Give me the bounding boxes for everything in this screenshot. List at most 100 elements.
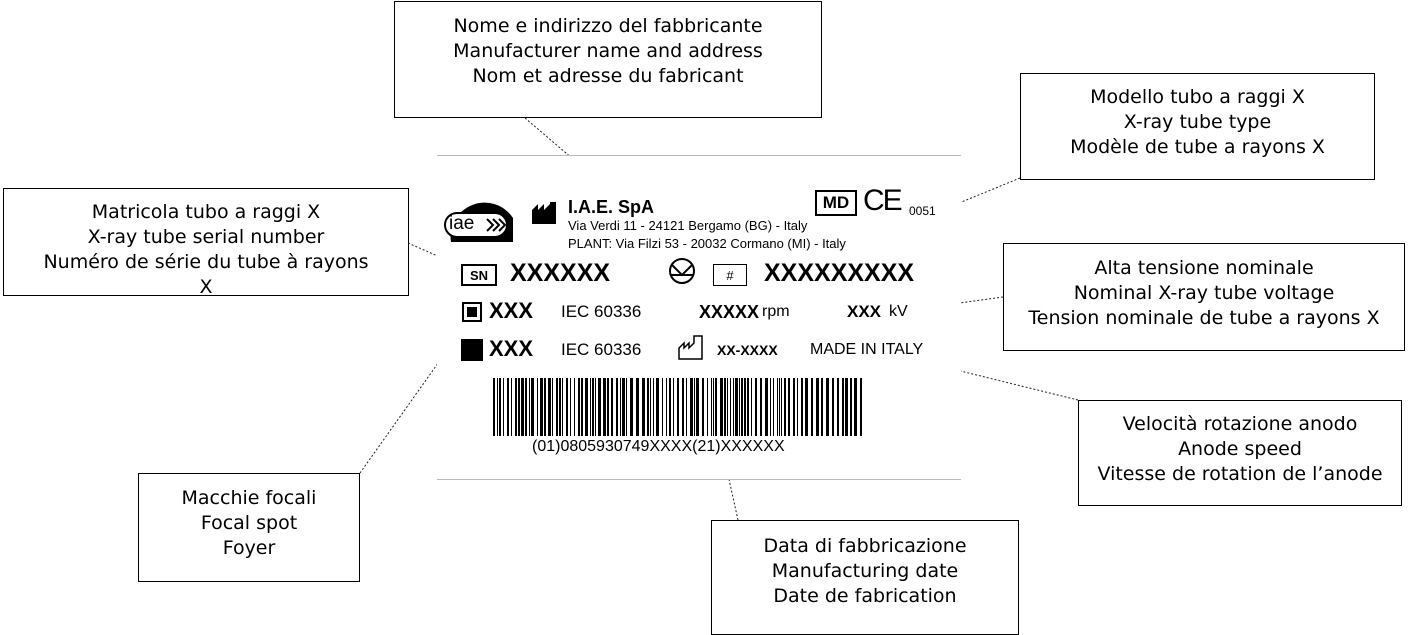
- barcode-bar: [666, 378, 667, 436]
- barcode-bar: [747, 378, 749, 436]
- barcode-bar: [537, 378, 538, 436]
- barcode-bar: [751, 378, 752, 436]
- callout-tube-type-fr: Modèle de tube a rayons X: [1070, 136, 1325, 158]
- barcode-bar: [518, 378, 520, 436]
- barcode-bar: [669, 378, 671, 436]
- barcode-bar: [730, 378, 731, 436]
- focal-spot-large-value: XXX: [489, 298, 534, 323]
- sn-symbol: SN: [461, 264, 497, 286]
- barcode-bar: [647, 378, 649, 436]
- barcode-text: (01)0805930749XXXX(21)XXXXXX: [532, 438, 785, 455]
- barcode-bar: [744, 378, 746, 436]
- type-symbol: #: [713, 264, 747, 286]
- barcode-bar: [805, 378, 808, 436]
- barcode-bar: [854, 378, 857, 436]
- barcode-bar: [826, 378, 829, 436]
- barcode-bar: [570, 378, 571, 436]
- barcode-bar: [690, 378, 693, 436]
- ce-mark: CE: [863, 184, 903, 217]
- barcode-bar: [525, 378, 527, 436]
- barcode-bar: [616, 378, 618, 436]
- barcode-bar: [765, 378, 768, 436]
- barcode-bar: [779, 378, 780, 436]
- barcode-bar: [497, 378, 498, 436]
- barcode-bar: [713, 378, 714, 436]
- barcode-bar: [777, 378, 778, 436]
- voltage-value: XXX: [847, 302, 882, 321]
- barcode-bar: [715, 378, 717, 436]
- barcode-bar: [603, 378, 606, 436]
- barcode-bar: [702, 378, 704, 436]
- callout-manufacturer: Nome e indirizzo del fabbricante Manufac…: [394, 1, 822, 118]
- callout-serial-it: Matricola tubo a raggi X: [91, 201, 321, 223]
- barcode-bar: [595, 378, 596, 436]
- barcode-bar: [832, 378, 834, 436]
- barcode-bar: [707, 378, 708, 436]
- focal-spot-large-standard: IEC 60336: [561, 302, 642, 321]
- barcode-bar: [622, 378, 625, 436]
- barcode-bar: [529, 378, 530, 436]
- barcode-bar: [821, 378, 823, 436]
- barcode-bar: [574, 378, 575, 436]
- callout-tube-type-it: Modello tubo a raggi X: [1090, 86, 1305, 108]
- callout-serial-fr-cont: X: [199, 276, 213, 296]
- barcode-bar: [507, 378, 509, 436]
- product-label: iae I.A.E. SpA Via Verdi 11 - 24121 Berg…: [437, 155, 961, 480]
- barcode-bar: [642, 378, 645, 436]
- focal-spot-large-icon: [462, 302, 482, 322]
- manufacture-date-icon: [678, 335, 703, 360]
- barcode-bar: [556, 378, 558, 436]
- barcode-bar: [544, 378, 546, 436]
- barcode-bar: [781, 378, 782, 436]
- callout-tube-type-en: X-ray tube type: [1123, 111, 1272, 133]
- barcode-bar: [499, 378, 501, 436]
- callout-manufacturer-it: Nome e indirizzo del fabbricante: [453, 15, 763, 37]
- barcode-bar: [611, 378, 613, 436]
- barcode-bar: [650, 378, 651, 436]
- callout-voltage-it: Alta tensione nominale: [1094, 257, 1314, 279]
- barcode-bar: [566, 378, 568, 436]
- barcode-bar: [741, 378, 743, 436]
- callout-voltage: Alta tensione nominale Nominal X-ray tub…: [1003, 243, 1405, 351]
- barcode-bar: [842, 378, 844, 436]
- barcode-bar: [656, 378, 659, 436]
- barcode-bar: [653, 378, 654, 436]
- callout-manufacturing-date: Data di fabbricazione Manufacturing date…: [711, 520, 1019, 635]
- callout-voltage-en: Nominal X-ray tube voltage: [1073, 282, 1335, 304]
- manufacturer-icon: [532, 202, 556, 224]
- barcode-bar: [773, 378, 774, 436]
- barcode-bar: [662, 378, 663, 436]
- logo-text: iae: [449, 213, 475, 234]
- callout-serial-en: X-ray tube serial number: [87, 226, 325, 248]
- barcode-bar: [724, 378, 726, 436]
- focal-spot-small-value: XXX: [489, 336, 534, 361]
- barcode-bar: [797, 378, 798, 436]
- barcode-bar: [733, 378, 734, 436]
- barcode-bar: [735, 378, 738, 436]
- barcode-bar: [760, 378, 762, 436]
- barcode-bar: [845, 378, 848, 436]
- barcode-bar: [727, 378, 728, 436]
- barcode-bar: [503, 378, 504, 436]
- barcode-bar: [837, 378, 839, 436]
- barcode-bar: [515, 378, 517, 436]
- callout-focal-spot: Macchie focali Focal spot Foyer: [138, 473, 360, 582]
- focal-spot-small-icon: [461, 339, 483, 361]
- barcode-bar: [816, 378, 819, 436]
- callout-tube-type: Modello tubo a raggi X X-ray tube type M…: [1020, 73, 1375, 180]
- company-address: Via Verdi 11 - 24121 Bergamo (BG) - Ital…: [568, 218, 808, 233]
- barcode-bar: [801, 378, 803, 436]
- barcode-bar: [788, 378, 790, 436]
- barcode-bar: [860, 378, 862, 436]
- barcode-bar: [607, 378, 609, 436]
- callout-serial: Matricola tubo a raggi X X-ray tube seri…: [3, 188, 409, 296]
- barcode-bar: [511, 378, 512, 436]
- serial-number-value: XXXXXX: [510, 259, 611, 287]
- company-name: I.A.E. SpA: [568, 197, 655, 217]
- md-mark: MD: [815, 190, 857, 216]
- plant-address: PLANT: Via Filzi 53 - 20032 Cormano (MI)…: [568, 236, 846, 251]
- barcode-bar: [592, 378, 594, 436]
- callout-date-it: Data di fabbricazione: [763, 535, 967, 557]
- callout-date-en: Manufacturing date: [771, 560, 959, 582]
- barcode-bar: [630, 378, 633, 436]
